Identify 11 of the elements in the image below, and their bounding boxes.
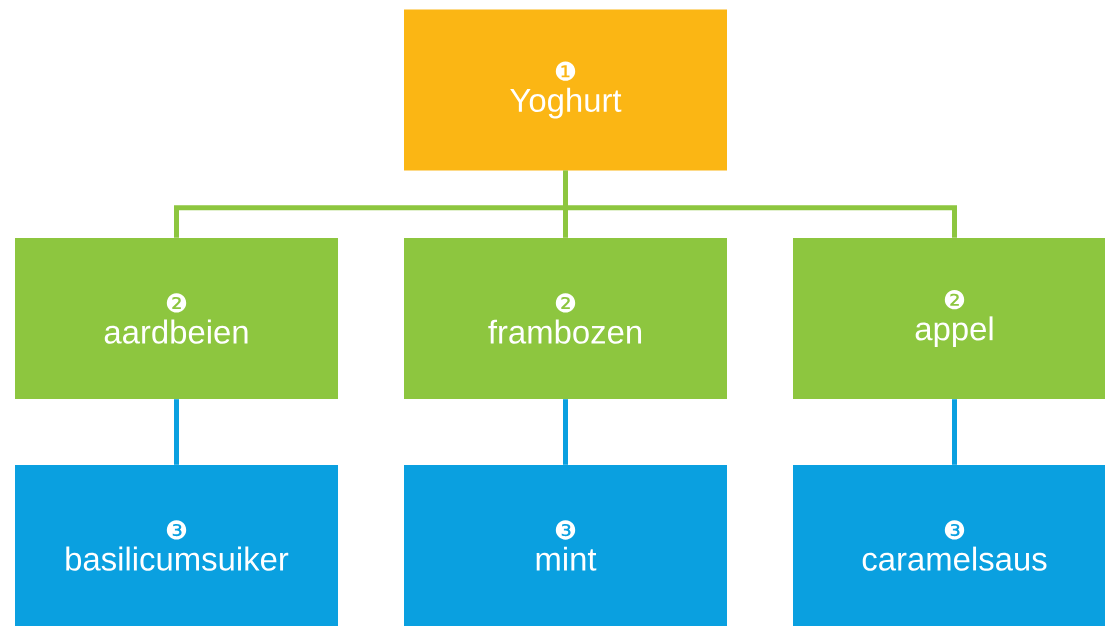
- process-box: ❷ aardbeien: [15, 238, 338, 399]
- connector-line: [563, 170, 957, 238]
- process-box: ❷ frambozen: [404, 238, 727, 399]
- process-box: ❸ caramelsaus: [793, 465, 1105, 626]
- connector-line: [952, 399, 957, 465]
- process-box: ❸ mint: [404, 465, 727, 626]
- connector-line: [174, 399, 179, 465]
- process-box: ❶ Yoghurt: [404, 9, 727, 171]
- connector-line: [563, 399, 568, 465]
- process-box: ❷ appel: [793, 238, 1105, 399]
- process-box: ❸ basilicumsuiker: [15, 465, 338, 626]
